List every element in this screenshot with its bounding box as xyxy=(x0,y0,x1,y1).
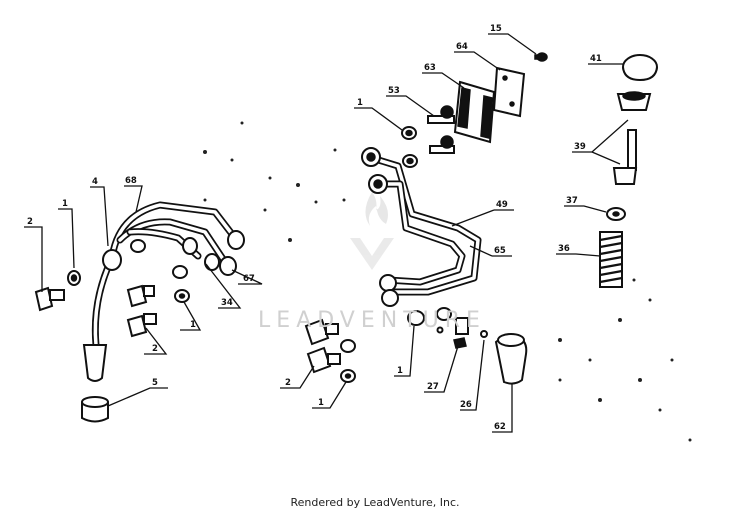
callout-label: 1 xyxy=(318,398,324,408)
callout-label: 34 xyxy=(221,298,233,308)
callout-label: 27 xyxy=(427,382,439,392)
part-36-spring[interactable] xyxy=(599,231,623,288)
callout-label: 36 xyxy=(558,244,570,254)
part-1-washers-valve[interactable] xyxy=(407,307,452,334)
callout-label: 39 xyxy=(574,142,586,152)
callout-label: 2 xyxy=(285,378,291,388)
part-62-elbow-fitting[interactable] xyxy=(494,333,528,385)
callout-27[interactable]: 27 xyxy=(424,345,459,393)
part-2-bolt-left[interactable] xyxy=(34,286,65,312)
callout-65[interactable]: 65 xyxy=(469,245,512,257)
part-68-injector-lines[interactable] xyxy=(108,201,245,276)
part-2-bolts-lower[interactable] xyxy=(304,318,341,374)
part-49-fuel-line[interactable] xyxy=(361,147,482,296)
callout-label: 26 xyxy=(460,400,472,410)
part-26-ball[interactable] xyxy=(480,330,488,338)
callout-label: 4 xyxy=(92,177,98,187)
callout-34[interactable]: 34 xyxy=(205,263,242,309)
callout-1-top[interactable]: 1 xyxy=(354,98,403,131)
callout-label: 15 xyxy=(490,24,502,34)
callout-53[interactable]: 53 xyxy=(386,86,435,117)
part-53-bolts[interactable] xyxy=(427,105,455,154)
casting-specks xyxy=(203,121,692,442)
part-65-fuel-line[interactable] xyxy=(368,174,466,307)
callout-5[interactable]: 5 xyxy=(107,378,168,407)
callout-2-mid[interactable]: 2 xyxy=(144,327,168,355)
callout-label: 67 xyxy=(243,274,255,284)
part-1-washers-lower[interactable] xyxy=(340,339,356,383)
part-41-cap[interactable] xyxy=(622,54,658,82)
part-2-bolt-mid-b[interactable] xyxy=(126,313,157,338)
callout-label: 64 xyxy=(456,42,468,52)
callout-63[interactable]: 63 xyxy=(422,63,465,89)
callout-label: 62 xyxy=(494,422,506,432)
part-4-return-line[interactable] xyxy=(82,249,122,382)
callout-1-mid[interactable]: 1 xyxy=(180,301,202,331)
callout-37[interactable]: 37 xyxy=(564,196,607,213)
callout-label: 63 xyxy=(424,63,436,73)
callout-49[interactable]: 49 xyxy=(451,200,514,227)
callout-2-left[interactable]: 2 xyxy=(24,217,43,292)
part-64-gasket[interactable] xyxy=(492,66,526,118)
callout-68[interactable]: 68 xyxy=(124,176,143,213)
callout-36[interactable]: 36 xyxy=(556,244,601,257)
callout-label: 37 xyxy=(566,196,578,206)
callout-26[interactable]: 26 xyxy=(460,339,485,411)
part-5-sleeve[interactable] xyxy=(81,396,109,423)
callout-4[interactable]: 4 xyxy=(90,177,109,247)
callout-label: 1 xyxy=(357,98,363,108)
callout-39[interactable]: 39 xyxy=(572,119,629,165)
part-63-pump-body[interactable] xyxy=(453,80,496,144)
callout-15[interactable]: 15 xyxy=(488,24,537,55)
callout-label: 41 xyxy=(590,54,602,64)
callout-64[interactable]: 64 xyxy=(454,42,501,71)
callout-62[interactable]: 62 xyxy=(492,384,513,433)
callout-label: 5 xyxy=(152,378,158,388)
washer-pair-top[interactable] xyxy=(401,126,418,168)
callout-label: 68 xyxy=(125,176,137,186)
callout-67[interactable]: 67 xyxy=(231,269,263,285)
footer-credit: Rendered by LeadVenture, Inc. xyxy=(290,496,460,509)
callout-label: 65 xyxy=(494,246,506,256)
part-37-washer[interactable] xyxy=(606,207,626,221)
callout-label: 1 xyxy=(397,366,403,376)
callout-1-left[interactable]: 1 xyxy=(58,199,75,269)
part-2-bolt-mid-a[interactable] xyxy=(126,284,155,308)
callout-1-lower[interactable]: 1 xyxy=(312,381,347,409)
callout-label: 1 xyxy=(62,199,68,209)
callout-label: 49 xyxy=(496,200,508,210)
part-1-washers-mid[interactable] xyxy=(130,239,190,303)
part-27-spring-small[interactable] xyxy=(453,317,469,349)
callout-label: 2 xyxy=(27,217,33,227)
callout-41[interactable]: 41 xyxy=(588,54,624,65)
part-39-filler-assembly[interactable] xyxy=(612,91,652,185)
callout-2-lower[interactable]: 2 xyxy=(280,365,315,389)
part-1-washer-left[interactable] xyxy=(67,270,81,286)
callout-label: 2 xyxy=(152,344,158,354)
callout-label: 53 xyxy=(388,86,400,96)
part-15-screw[interactable] xyxy=(534,52,548,62)
callout-1-valve[interactable]: 1 xyxy=(394,325,415,377)
callout-label: 1 xyxy=(190,320,196,330)
